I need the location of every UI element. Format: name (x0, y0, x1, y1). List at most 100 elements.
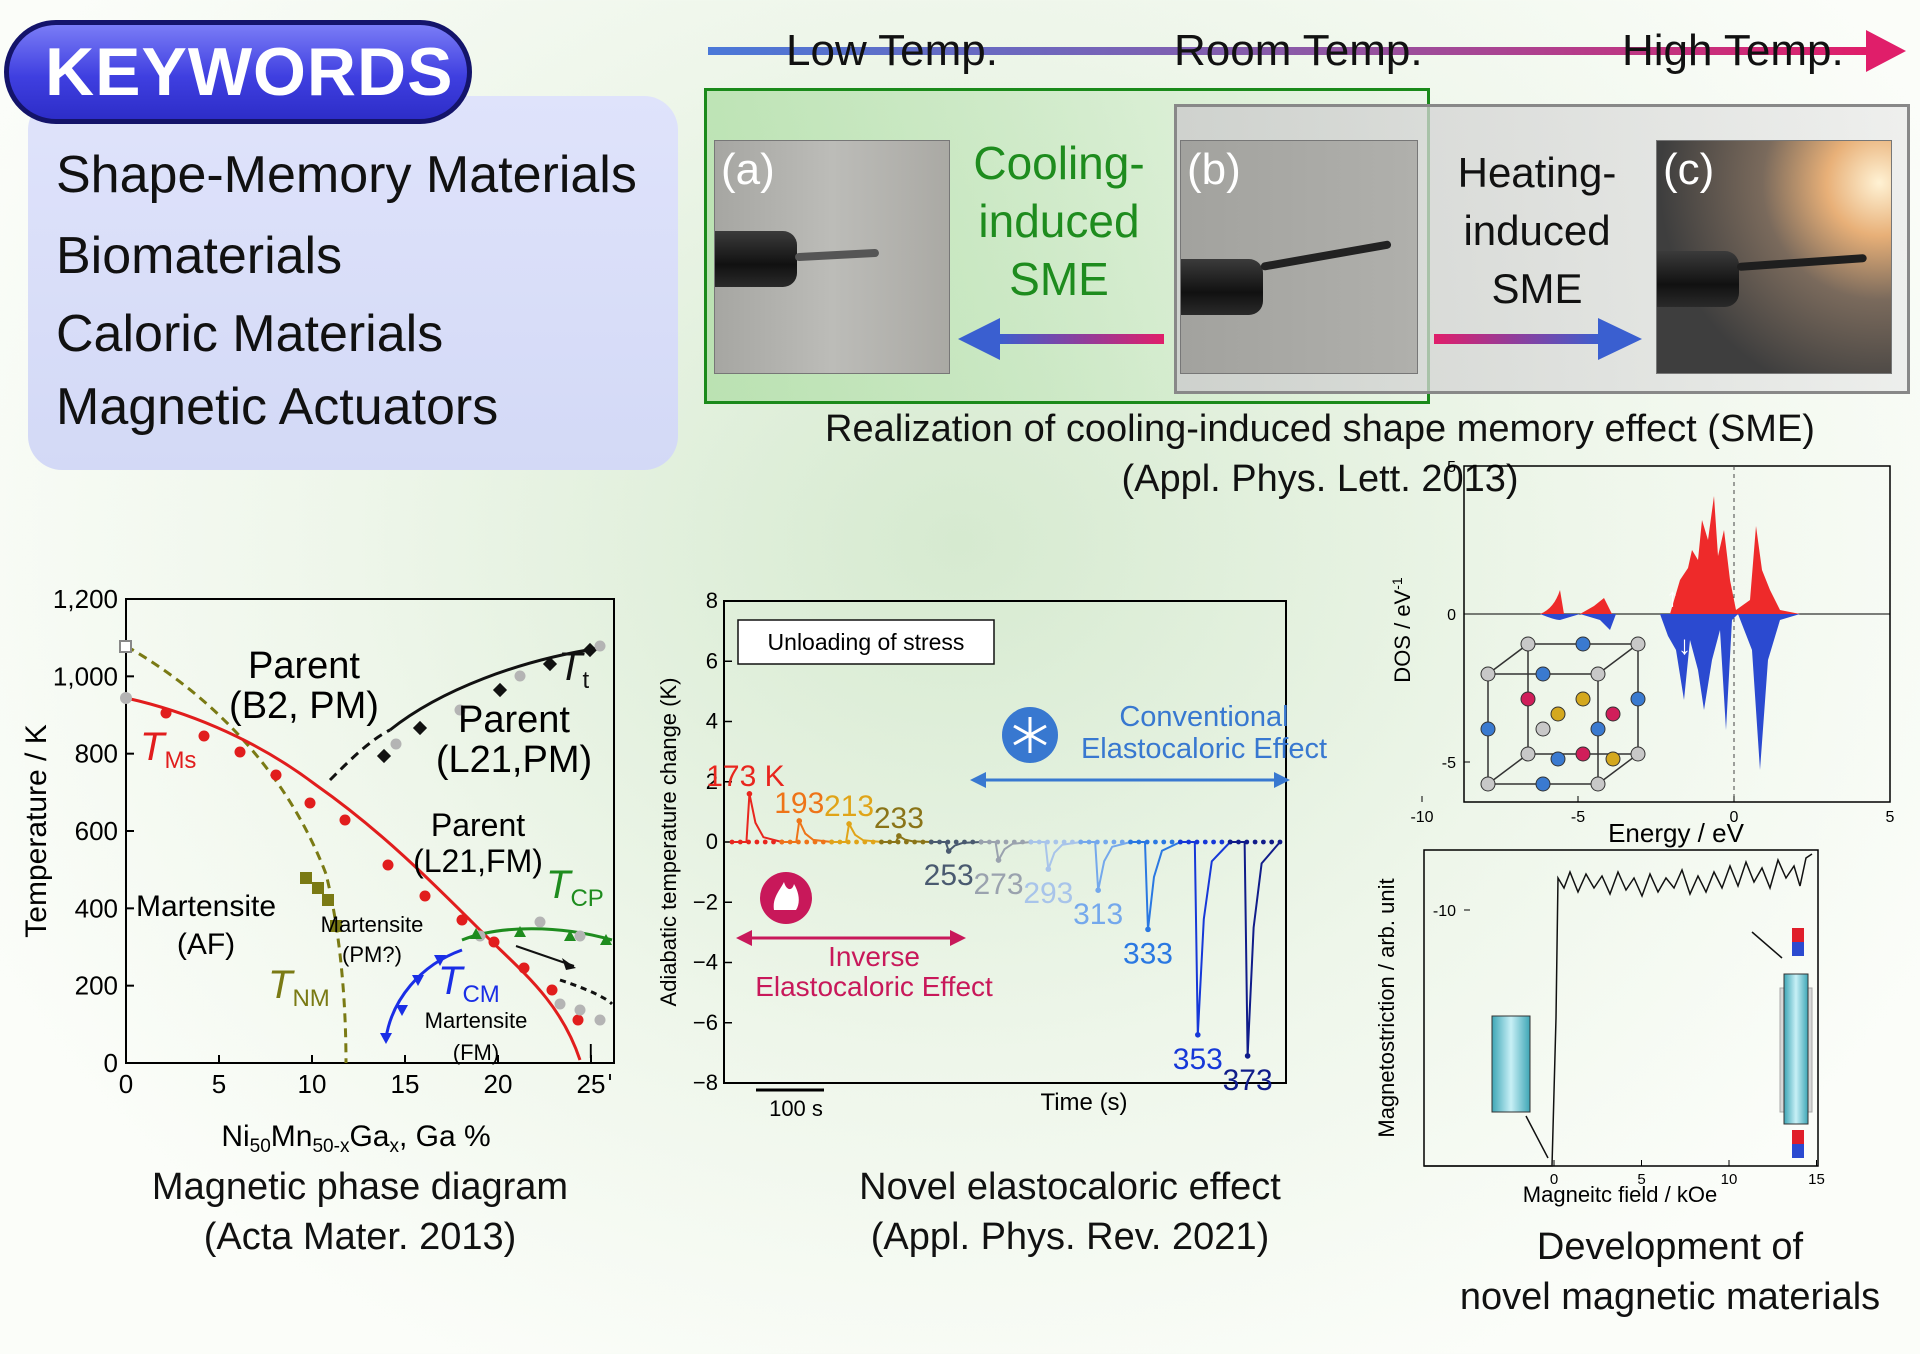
ec-xlabel: Time (s) (1040, 1089, 1127, 1116)
ec-trace-point (1086, 839, 1092, 845)
ec-peak-point (945, 848, 952, 854)
tms-point (382, 859, 394, 871)
ec-ytick-label: 2 (706, 769, 718, 794)
ec-trace-point (787, 839, 793, 845)
ms-frame (1423, 849, 1819, 1167)
dos-ytick-label: -10 (1433, 903, 1456, 920)
ec-trace-point (1186, 839, 1192, 845)
low-temp-label: Low Temp. (786, 26, 998, 75)
ec-trace (1030, 841, 1081, 870)
ec-trace-point (879, 839, 884, 845)
ec-trace-point (1144, 839, 1150, 845)
lattice-atom (1575, 691, 1591, 707)
phase-xtick-label: 15 (391, 1069, 420, 1099)
dos-spin-up (1464, 496, 1890, 614)
ec-trace-point (1045, 839, 1050, 845)
tnm-point (300, 872, 312, 884)
ec-trace-point (1244, 839, 1250, 845)
ec-trace-point (829, 839, 835, 845)
ec-trace-point (1128, 839, 1133, 845)
ec-peak-label: 293 (1023, 877, 1073, 910)
ec-trace-point (1202, 839, 1208, 845)
spin-down-arrow: ↓ (1678, 630, 1691, 660)
ec-trace (781, 817, 832, 843)
tcm-curve (384, 948, 463, 1039)
lattice-atom (1575, 636, 1591, 652)
lattice-atom (1630, 691, 1646, 707)
ec-peak-point (846, 821, 852, 827)
ms-arrow-low (1525, 1115, 1549, 1159)
ec-trace-point (953, 839, 959, 845)
high-temp-label: High Temp. (1622, 26, 1844, 75)
tcp-pointer-head (562, 958, 576, 970)
flame-glyph (773, 882, 799, 910)
ec-trace-point (1053, 839, 1059, 845)
magnet-s-bottom (1792, 1144, 1804, 1158)
label-parent-l21-fm: Parent(L21,FM) (413, 807, 543, 879)
phase-xtick-label: 5 (212, 1069, 226, 1099)
tms-point (488, 936, 500, 948)
dos-xtick-label: -5 (1571, 809, 1585, 826)
inverse-arrow-right (950, 930, 966, 946)
ec-trace-point (912, 839, 918, 845)
ms-ylabel: Magnetostriction / arb. unit (1374, 878, 1399, 1137)
lattice-atom (1590, 721, 1606, 737)
tnm-curve (125, 644, 348, 1064)
ec-unloading-label: Unloading of stress (768, 629, 965, 655)
ec-trace-point (986, 839, 992, 845)
ec-trace-point (903, 839, 909, 845)
ec-trace-point (1161, 839, 1167, 845)
keywords-title: KEYWORDS (4, 20, 472, 124)
label-tt: Tt (558, 645, 589, 694)
ec-peak-label: 173 K (706, 760, 784, 793)
rod-long-icon (1783, 973, 1809, 1125)
ec-trace-point (978, 839, 984, 845)
tms-point (304, 797, 316, 809)
label-martensite-pm: Martensite(PM?) (321, 912, 424, 967)
ec-trace-point (754, 839, 760, 845)
keyword-item: Biomaterials (56, 227, 343, 285)
ec-trace (1180, 841, 1231, 1035)
ec-peak-point (1145, 926, 1151, 933)
ec-trace-point (962, 839, 967, 845)
magnet-n-bottom (1792, 1130, 1804, 1144)
ec-peak-point (746, 791, 753, 797)
ec-trace-point (820, 839, 826, 845)
dos-ytick-label: -5 (1442, 755, 1456, 772)
lattice-atom (1480, 721, 1496, 737)
tt-curve (389, 646, 601, 732)
rod-short-icon (1491, 1015, 1531, 1113)
dos-xtick-label: 5 (1886, 809, 1895, 826)
magnet-n-top (1792, 928, 1804, 942)
ms-xtick-label: 10 (1721, 1171, 1738, 1188)
ec-peak-point (1195, 1032, 1201, 1038)
ec-trace (1080, 841, 1131, 891)
lattice-atom (1520, 636, 1536, 652)
keyword-item: Magnetic Actuators (56, 378, 499, 436)
lattice-atom (1550, 751, 1566, 767)
phase-ytick-label: 200 (75, 971, 118, 1001)
dos-spin-down (1464, 614, 1890, 770)
ec-peak-point (796, 818, 803, 824)
ec-trace-point (837, 839, 843, 845)
ms-xlabel: Magneitc field / kOe (1523, 1182, 1717, 1207)
ec-trace-point (1277, 839, 1283, 845)
ec-ylabel: Adiabatic temperature change (K) (656, 678, 681, 1007)
tt-point (582, 642, 598, 658)
tcm-point (434, 955, 446, 966)
tcp-point (470, 928, 482, 939)
ms-xtick-label: 5 (1637, 1171, 1645, 1188)
lattice-atom (1520, 746, 1536, 762)
phase-ytick-label: 400 (75, 893, 118, 923)
label-roman-i: I (588, 1041, 594, 1063)
right-dashed-curve (559, 978, 614, 1006)
ec-ytick-label: 4 (706, 709, 718, 734)
ec-trace-point (937, 839, 942, 845)
tt-dashed (328, 728, 391, 782)
ec-trace-point (845, 839, 851, 845)
